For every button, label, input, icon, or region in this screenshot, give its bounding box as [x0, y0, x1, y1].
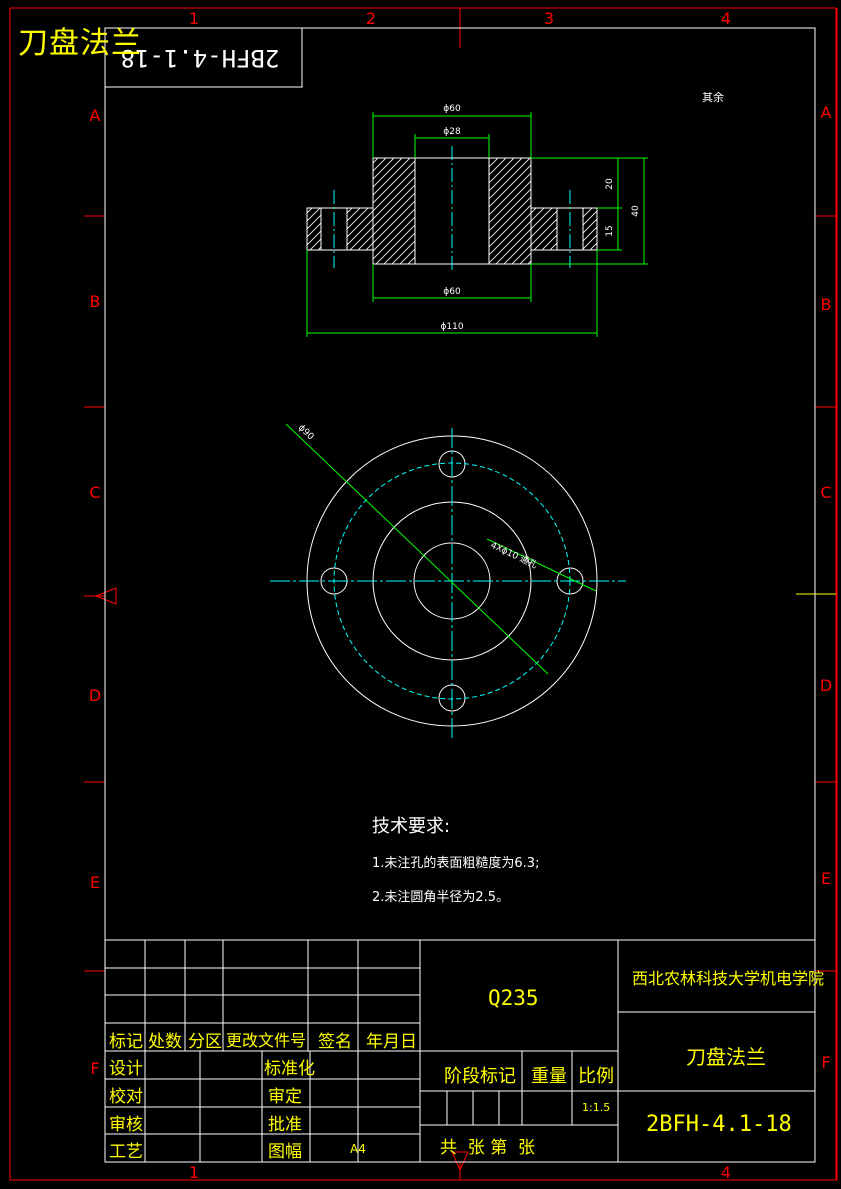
material: Q235 — [488, 986, 539, 1010]
zone-col-2: 2 — [366, 9, 376, 28]
dim-h20: 20 — [605, 178, 615, 190]
title-block-grid — [104, 939, 816, 1163]
zone-col-4-bottom: 4 — [721, 1163, 731, 1182]
dim-d90: ϕ90 — [296, 423, 316, 442]
zone-row-e-right: E — [821, 869, 831, 888]
roughness-note: 其余 — [702, 90, 724, 104]
outer-frame — [9, 7, 838, 1181]
zone-row-e: E — [90, 873, 100, 892]
scale-label: 比例 — [578, 1066, 614, 1087]
zone-row-f: F — [90, 1059, 99, 1078]
dim-d28: ϕ28 — [443, 127, 461, 137]
role-approve: 批准 — [268, 1115, 302, 1135]
page-title: 刀盘法兰 — [18, 26, 142, 61]
role-sheet-size: 图幅 — [268, 1142, 302, 1162]
rev-header-zone: 分区 — [188, 1032, 222, 1052]
zone-col-1-bottom: 1 — [189, 1163, 199, 1182]
top-centerlines — [270, 428, 626, 740]
rotated-drawing-number: 2BFH-4.1-18 — [121, 44, 280, 72]
zone-row-d: D — [89, 686, 101, 705]
sheet-size-value: A4 — [350, 1142, 366, 1156]
front-view: ϕ60 ϕ28 ϕ60 ϕ110 20 40 15 — [306, 104, 648, 337]
role-check: 校对 — [109, 1087, 143, 1107]
role-review: 审核 — [109, 1115, 143, 1135]
dim-h40: 40 — [631, 205, 641, 217]
dim-h15: 15 — [605, 225, 615, 236]
zone-row-a: A — [90, 106, 101, 125]
zone-labels: 1 2 3 4 1 4 A B C D E F A B C D E F — [89, 9, 832, 1182]
zone-col-4: 4 — [721, 9, 731, 28]
dim-d60-top: ϕ60 — [443, 104, 461, 114]
zone-row-c-right: C — [820, 483, 831, 502]
zone-col-3: 3 — [544, 9, 554, 28]
tech-requirements-heading: 技术要求: — [372, 816, 451, 837]
rev-header-mark: 标记 — [109, 1032, 143, 1052]
weight-label: 重量 — [531, 1066, 567, 1087]
zone-row-a-right: A — [821, 103, 832, 122]
rev-header-doc: 更改文件号 — [226, 1031, 307, 1050]
section-dimensions — [306, 112, 648, 337]
inner-border — [104, 27, 816, 1163]
rev-header-sign: 签名 — [318, 1032, 352, 1052]
top-view: ϕ90 4Xϕ10 通孔 — [270, 423, 626, 740]
dim-holes: 4Xϕ10 通孔 — [489, 540, 539, 571]
dim-d60-bottom: ϕ60 — [443, 287, 461, 297]
stage-label: 阶段标记 — [444, 1066, 516, 1087]
zone-row-f-right: F — [821, 1053, 830, 1072]
part-name: 刀盘法兰 — [686, 1045, 766, 1069]
section-hatching — [307, 158, 597, 264]
dim-d110: ϕ110 — [440, 322, 463, 332]
organization: 西北农林科技大学机电学院 — [632, 969, 825, 988]
rotated-number-box: 2BFH-4.1-18 — [104, 27, 303, 88]
title-block-drawing-number: 2BFH-4.1-18 — [646, 1112, 792, 1137]
role-approval-check: 审定 — [268, 1087, 302, 1107]
role-process: 工艺 — [109, 1142, 143, 1162]
section-centerlines — [333, 146, 571, 272]
zone-row-b: B — [90, 292, 101, 311]
zone-row-c: C — [89, 483, 100, 502]
sheets-line: 共 张 第 张 — [440, 1138, 536, 1158]
tech-requirement-2: 2.未注圆角半径为2.5。 — [372, 890, 510, 905]
tech-requirement-1: 1.未注孔的表面粗糙度为6.3; — [372, 856, 540, 871]
top-dimensions — [285, 423, 597, 675]
zone-row-d-right: D — [820, 676, 832, 695]
zone-col-1: 1 — [189, 9, 199, 28]
role-standardization: 标准化 — [264, 1059, 315, 1079]
rev-header-count: 处数 — [148, 1032, 182, 1052]
role-design: 设计 — [109, 1059, 143, 1079]
rev-header-date: 年月日 — [366, 1032, 417, 1052]
zone-row-b-right: B — [821, 295, 832, 314]
scale-value: 1:1.5 — [582, 1101, 611, 1114]
